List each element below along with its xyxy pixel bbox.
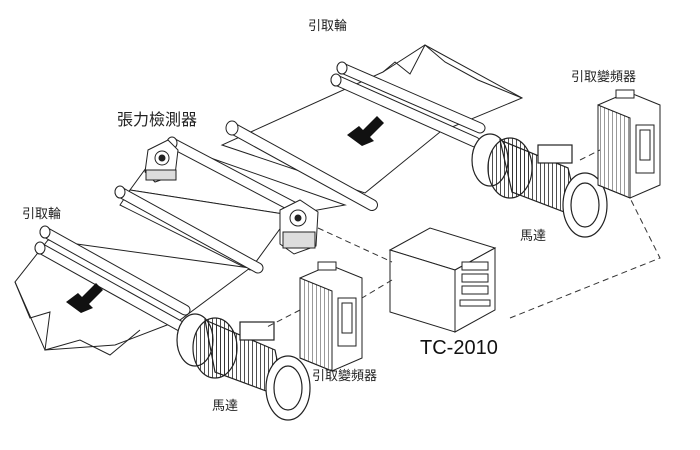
arrow-down-left-icon: [347, 116, 384, 146]
pull-roller-left-b: [34, 241, 186, 332]
motor-right: [471, 133, 608, 238]
tension-roller: [225, 120, 378, 211]
label-tension-detector: 張力檢測器: [117, 110, 198, 129]
label-controller-model: TC-2010: [420, 337, 498, 359]
tension-controller: [388, 227, 497, 333]
signal-lines: [264, 149, 661, 329]
inverter-bottom: [299, 261, 363, 372]
pull-roller-top-a: [336, 61, 486, 134]
tension-detector-left: [144, 139, 179, 183]
label-inverter-top: 引取變頻器: [571, 70, 637, 85]
web-torn-edge-lower: [14, 281, 141, 356]
label-pull-roller-top: 引取輪: [308, 19, 348, 34]
motor-bottom: [176, 313, 311, 421]
tension-detector-right: [279, 199, 319, 255]
pull-roller-left-a: [39, 225, 191, 316]
arrow-down-left-icon: [66, 283, 103, 313]
inverter-top: [597, 89, 661, 199]
label-pull-roller-left: 引取輪: [22, 207, 62, 222]
label-motor-bottom: 馬達: [212, 399, 239, 414]
label-inverter-bottom: 引取變頻器: [312, 369, 378, 384]
pull-roller-top-b: [330, 73, 481, 148]
label-motor-right: 馬達: [520, 229, 547, 244]
web-torn-edge-upper: [382, 44, 523, 99]
guide-roller-b: [114, 185, 264, 274]
